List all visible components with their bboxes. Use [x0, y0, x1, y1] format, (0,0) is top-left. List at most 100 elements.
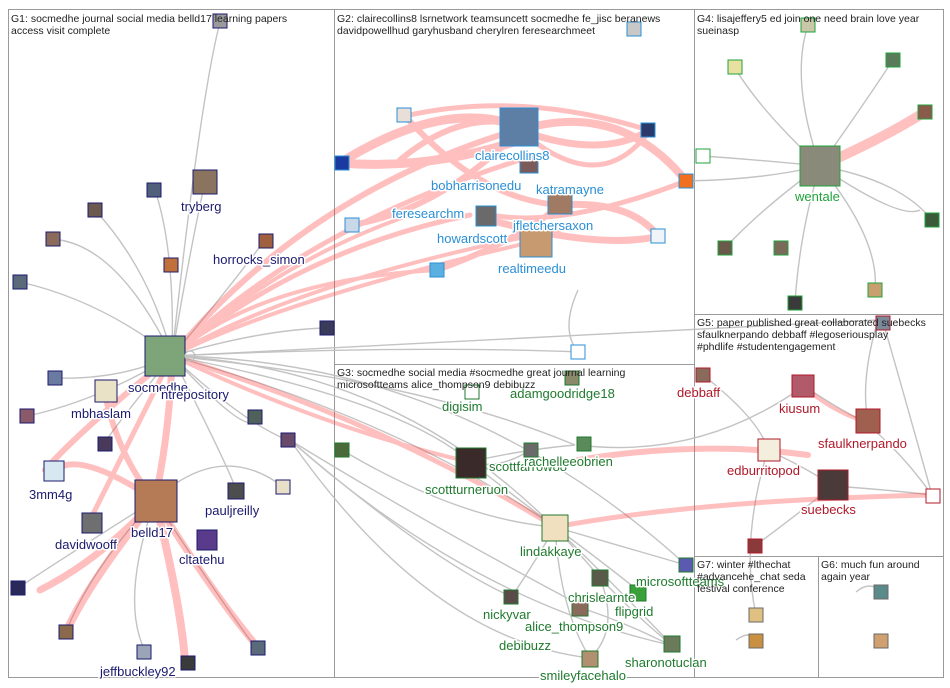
node-g1-a[interactable]	[212, 13, 228, 29]
node-g6-b[interactable]	[873, 633, 889, 649]
node-g1-o[interactable]	[10, 580, 26, 596]
node-g1-e[interactable]	[12, 274, 28, 290]
label-nickyvar[interactable]: nickyvar	[482, 606, 533, 624]
node-kiusum[interactable]	[791, 374, 815, 398]
label-cltatehu[interactable]: cltatehu	[178, 551, 227, 569]
node-g4-j[interactable]	[787, 295, 803, 311]
label-belld17[interactable]: belld17	[130, 524, 175, 542]
node-g4-i[interactable]	[867, 282, 883, 298]
node-g2-b[interactable]	[334, 155, 350, 171]
node-g1-g[interactable]	[258, 233, 274, 249]
label-sharonotuclan[interactable]: sharonotuclan	[624, 654, 709, 672]
node-sfaulknerpando[interactable]	[855, 408, 881, 434]
node-tryberg[interactable]	[192, 169, 218, 195]
node-g2-i[interactable]	[570, 344, 586, 360]
label-chrislearnte[interactable]: chrislearnte	[567, 589, 637, 607]
node-g4-b[interactable]	[727, 59, 743, 75]
node-g1-d[interactable]	[45, 231, 61, 247]
node-g1-r[interactable]	[250, 640, 266, 656]
node-g5-b[interactable]	[925, 488, 941, 504]
node-socmedhe[interactable]	[144, 335, 186, 377]
node-wentale[interactable]	[799, 145, 841, 187]
label-suebecks[interactable]: suebecks	[800, 501, 858, 519]
label-howardscott[interactable]: howardscott	[436, 230, 509, 248]
label-debbaff[interactable]: debbaff	[676, 384, 723, 402]
label-debibuzz[interactable]: debibuzz	[498, 637, 553, 655]
node-clairecollins8[interactable]	[499, 107, 539, 147]
node-g1-k[interactable]	[97, 436, 113, 452]
node-g4-d[interactable]	[917, 104, 933, 120]
label-microsoftteams[interactable]: microsoftteams	[635, 573, 727, 591]
label-wentale[interactable]: wentale	[793, 188, 842, 206]
label-lindakkaye[interactable]: lindakkaye	[519, 543, 583, 561]
label-bobharrisonedu[interactable]: bobharrisonedu	[430, 177, 523, 195]
label-clairecollins8[interactable]: clairecollins8	[474, 147, 551, 165]
label-flipgrid[interactable]: flipgrid	[614, 603, 655, 621]
label-realtimeedu[interactable]: realtimeedu	[497, 260, 568, 278]
node-edburritopod[interactable]	[757, 438, 781, 462]
label-scottfarrow88[interactable]: scottfarrow88	[488, 458, 569, 476]
label-jeffbuckley92[interactable]: jeffbuckley92	[98, 663, 178, 681]
node-g4-a[interactable]	[800, 17, 816, 33]
label-3mm4g[interactable]: 3mm4g	[28, 486, 74, 504]
node-3mm4g[interactable]	[43, 460, 65, 482]
node-microsoftteams[interactable]	[678, 557, 694, 573]
node-g7-a[interactable]	[748, 607, 764, 623]
node-smileyfacehalo[interactable]	[581, 650, 599, 668]
node-g1-f[interactable]	[163, 257, 179, 273]
label-katramayne[interactable]: katramayne	[535, 181, 606, 199]
node-g2-d[interactable]	[429, 262, 445, 278]
node-g4-f[interactable]	[924, 212, 940, 228]
node-g1-n[interactable]	[275, 479, 291, 495]
node-sharonotuclan[interactable]	[663, 635, 681, 653]
label-feresearchm[interactable]: feresearchm	[391, 205, 466, 223]
label-edburritopod[interactable]: edburritopod	[726, 462, 802, 480]
node-lindakkaye[interactable]	[541, 514, 569, 542]
node-g1-ring[interactable]	[184, 350, 196, 362]
node-pauljreilly[interactable]	[227, 482, 245, 500]
node-g6-a[interactable]	[873, 584, 889, 600]
label-socmedhe[interactable]: socmedhe	[127, 379, 190, 397]
node-g1-l[interactable]	[247, 409, 263, 425]
node-belld17[interactable]	[134, 479, 178, 523]
label-horrocks_simon[interactable]: horrocks_simon	[212, 251, 307, 269]
node-g2-h[interactable]	[626, 21, 642, 37]
label-scottturneruon[interactable]: scottturneruon	[424, 481, 510, 499]
node-g3-a[interactable]	[334, 442, 350, 458]
node-g1-h[interactable]	[319, 320, 335, 336]
label-alice_thompson9[interactable]: alice_thompson9	[524, 618, 625, 636]
node-jeffbuckley92[interactable]	[136, 644, 152, 660]
node-scottfarrow88[interactable]	[523, 442, 539, 458]
node-scottturneruon[interactable]	[455, 447, 487, 479]
node-g1-i[interactable]	[47, 370, 63, 386]
label-smileyfacehalo[interactable]: smileyfacehalo	[539, 667, 628, 685]
node-realtimeedu[interactable]	[519, 224, 553, 258]
label-adamgoodridge18[interactable]: adamgoodridge18	[509, 385, 617, 403]
node-g5-c[interactable]	[747, 538, 763, 554]
node-g2-e[interactable]	[640, 122, 656, 138]
label-tryberg[interactable]: tryberg	[180, 198, 223, 216]
label-digisim[interactable]: digisim	[441, 398, 484, 416]
node-g2-c[interactable]	[344, 217, 360, 233]
node-mbhaslam[interactable]	[94, 379, 118, 403]
label-mbhaslam[interactable]: mbhaslam	[70, 405, 133, 423]
node-g2-a[interactable]	[396, 107, 412, 123]
label-rachelleeobrien[interactable]: rachelleeobrien	[523, 453, 615, 471]
node-g7-b[interactable]	[748, 633, 764, 649]
node-suebecks[interactable]	[817, 469, 849, 501]
label-ntrepository[interactable]: ntrepository	[160, 386, 231, 404]
node-nickyvar[interactable]	[503, 589, 519, 605]
node-g1-b[interactable]	[146, 182, 162, 198]
node-g4-e[interactable]	[695, 148, 711, 164]
label-kiusum[interactable]: kiusum	[778, 400, 822, 418]
label-pauljreilly[interactable]: pauljreilly	[204, 502, 262, 520]
node-digisim[interactable]	[464, 384, 480, 400]
node-g4-g[interactable]	[717, 240, 733, 256]
node-flipgrid[interactable]	[629, 584, 647, 602]
node-howardscott[interactable]	[475, 205, 497, 227]
node-g2-g[interactable]	[650, 228, 666, 244]
node-katramayne[interactable]	[519, 154, 539, 174]
node-chrislearnte[interactable]	[591, 569, 609, 587]
node-g5-a[interactable]	[875, 315, 891, 331]
node-alice_thompson9[interactable]	[571, 599, 589, 617]
